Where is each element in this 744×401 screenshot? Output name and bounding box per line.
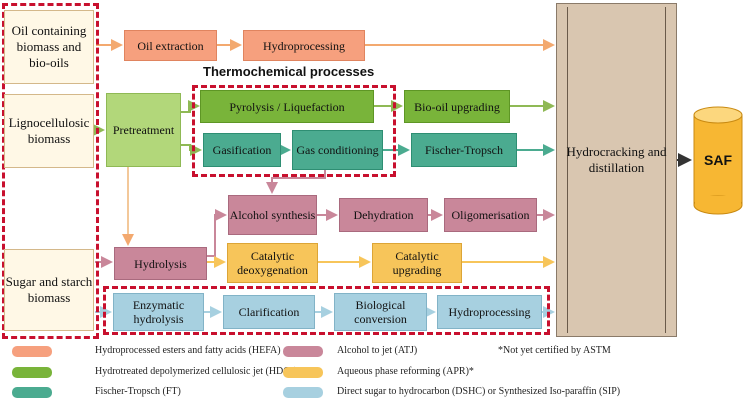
arrow-pretreatment-to-gasification [181, 144, 202, 156]
legend-swatch-hefa [12, 346, 52, 357]
hydroprocessing-top-label: Hydroprocessing [263, 38, 345, 53]
catalytic-upgrading-box: Catalytic upgrading [372, 243, 462, 283]
hydrolysis-label: Hydrolysis [134, 256, 187, 271]
thermochemical-group [192, 85, 396, 177]
catalytic-deoxygenation-label: Catalytic deoxygenation [237, 249, 308, 277]
catalytic-upgrading-label: Catalytic upgrading [392, 249, 442, 277]
arrow-hydrolysis-to-alcohol [207, 209, 227, 257]
catalytic-deoxygenation-box: Catalytic deoxygenation [227, 243, 318, 283]
sugar-biomass-box: Sugar and starch biomass [4, 249, 94, 331]
legend-label-hdcj: Hydrotreated depolymerized cellulosic je… [95, 366, 303, 377]
saf-cylinder [693, 106, 743, 215]
pretreatment-box: Pretreatment [106, 93, 181, 167]
legend-label-atj: Alcohol to jet (ATJ) [337, 345, 418, 356]
legend-label-apr: Aqueous phase reforming (APR)* [337, 366, 474, 377]
enzymatic-hydrolysis-label: Enzymatic hydrolysis [132, 298, 185, 326]
thermochemical-title: Thermochemical processes [203, 64, 375, 79]
pyrolysis-label: Pyrolysis / Liquefaction [229, 99, 345, 114]
oligomerisation-box: Oligomerisation [444, 198, 537, 232]
hydroprocessing-bottom-box: Hydroprocessing [437, 295, 542, 329]
hydrocracking-label: Hydrocracking and distillation [566, 144, 667, 175]
legend-swatch-sip [283, 387, 323, 398]
biological-conversion-box: Biological conversion [334, 293, 427, 331]
legend-swatch-apr [283, 367, 323, 378]
dehydration-box: Dehydration [339, 198, 428, 232]
gas-conditioning-label: Gas conditioning [296, 143, 379, 157]
saf-label: SAF [704, 152, 732, 168]
clarification-box: Clarification [223, 295, 315, 329]
biological-conversion-label: Biological conversion [354, 298, 407, 326]
oil-biomass-label: Oil containing biomass and bio-oils [11, 23, 87, 70]
alcohol-synthesis-box: Alcohol synthesis [228, 195, 317, 235]
hydrocracking-column [556, 3, 677, 337]
ligno-biomass-box: Lignocellulosic biomass [4, 94, 94, 168]
fischer-tropsch-label: Fischer-Tropsch [425, 143, 503, 157]
pyrolysis-box: Pyrolysis / Liquefaction [200, 90, 374, 123]
hydrolysis-box: Hydrolysis [114, 247, 207, 280]
biooil-upgrading-box: Bio-oil upgrading [404, 90, 510, 123]
legend-swatch-ft [12, 387, 52, 398]
sugar-biomass-label: Sugar and starch biomass [5, 274, 93, 305]
pretreatment-label: Pretreatment [112, 123, 175, 137]
gas-conditioning-box: Gas conditioning [292, 130, 383, 170]
dehydration-label: Dehydration [353, 208, 414, 222]
ligno-biomass-label: Lignocellulosic biomass [8, 115, 90, 146]
legend-label-ft: Fischer-Tropsch (FT) [95, 386, 181, 397]
oil-extraction-label: Oil extraction [137, 38, 204, 53]
hydrocracking-label-box: Hydrocracking and distillation [566, 140, 667, 180]
biooil-upgrading-label: Bio-oil upgrading [414, 99, 500, 114]
gasification-label: Gasification [212, 143, 272, 157]
legend-label-sip: Direct sugar to hydrocarbon (DSHC) or Sy… [337, 386, 621, 397]
saf-label-box: SAF [693, 148, 743, 172]
oil-ligno-sugar-group [2, 3, 99, 339]
astm-note: *Not yet certified by ASTM [498, 345, 611, 356]
gasification-box: Gasification [203, 133, 281, 167]
legend-swatch-hdcj [12, 367, 52, 378]
legend-label-hefa: Hydroprocessed esters and fatty acids (H… [95, 345, 281, 356]
biological-group [103, 286, 550, 335]
fischer-tropsch-box: Fischer-Tropsch [411, 133, 517, 167]
hydroprocessing-bottom-label: Hydroprocessing [448, 305, 531, 319]
clarification-label: Clarification [238, 305, 300, 319]
alcohol-synthesis-label: Alcohol synthesis [229, 208, 316, 222]
legend-swatch-atj [283, 346, 323, 357]
oil-extraction-box: Oil extraction [124, 30, 217, 61]
oligomerisation-label: Oligomerisation [451, 208, 530, 222]
enzymatic-hydrolysis-box: Enzymatic hydrolysis [113, 293, 204, 331]
hydroprocessing-top-box: Hydroprocessing [243, 30, 365, 61]
oil-biomass-box: Oil containing biomass and bio-oils [4, 10, 94, 84]
